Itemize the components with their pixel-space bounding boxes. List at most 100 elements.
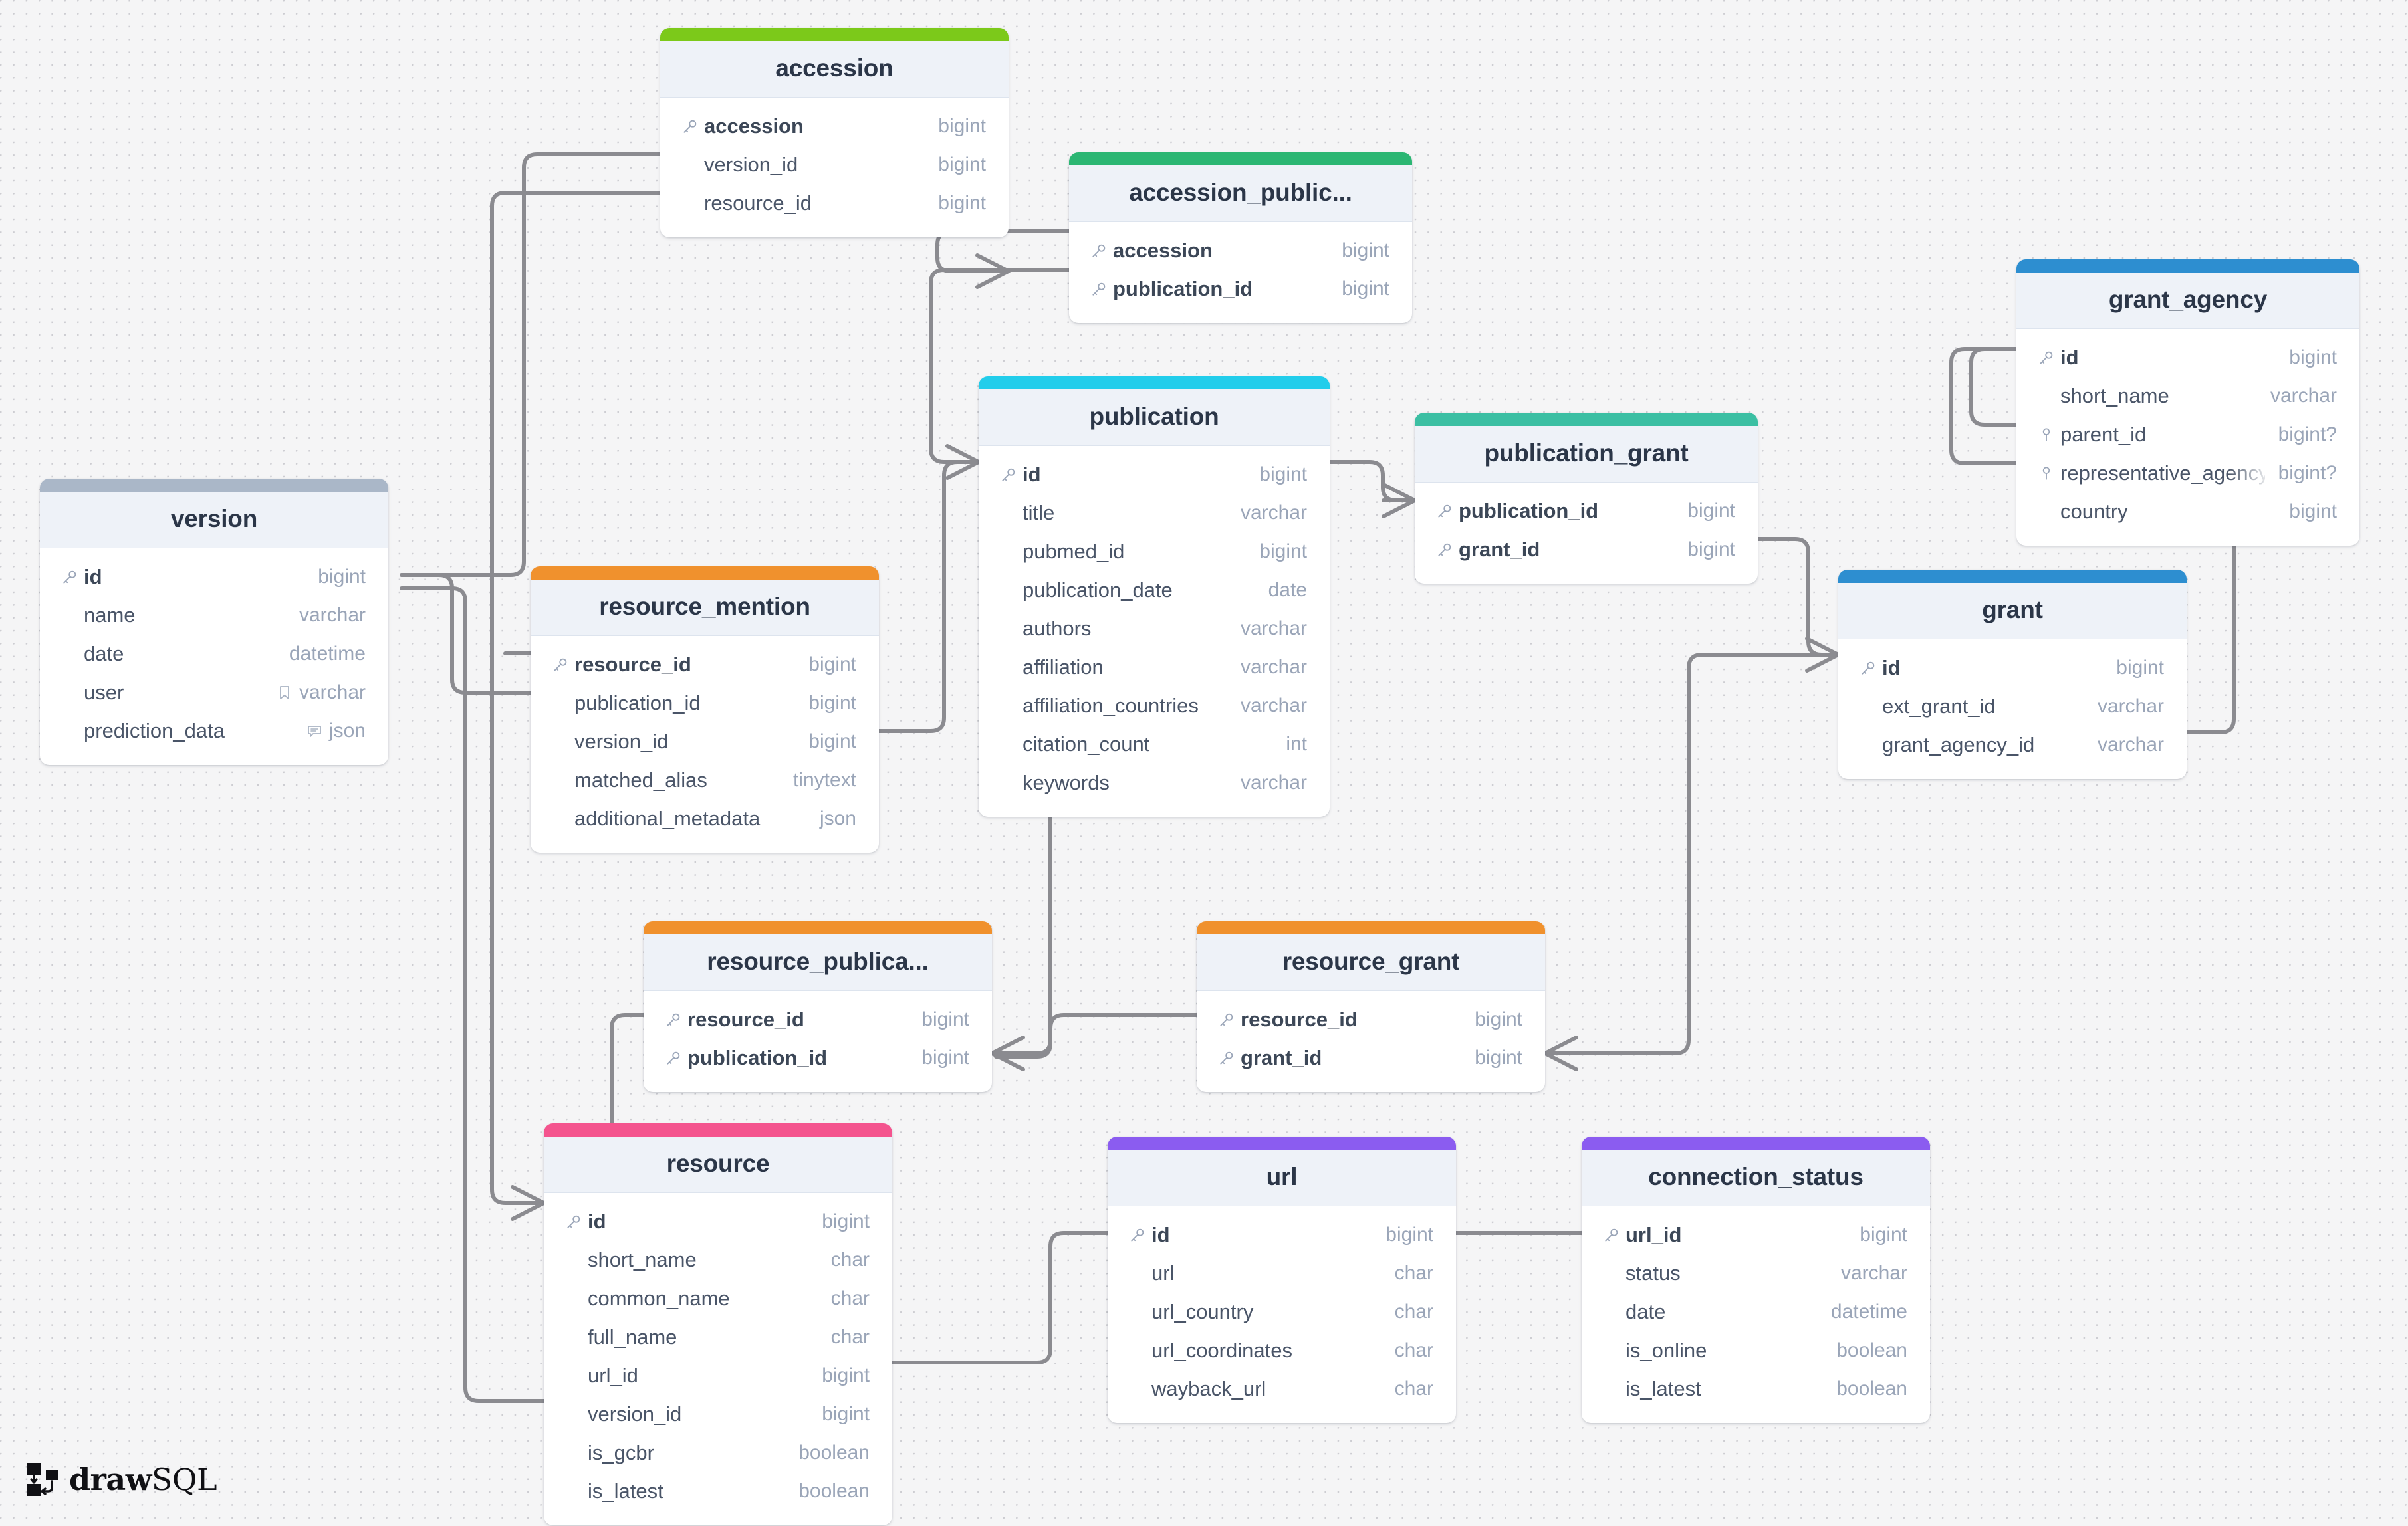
table-accent-bar: [1415, 413, 1758, 426]
column-type-text: json: [328, 720, 366, 742]
column-name: is_latest: [588, 1479, 663, 1503]
column-type-text: bigint: [1385, 1224, 1433, 1246]
drawsql-logo[interactable]: drawSQL: [25, 1459, 217, 1500]
column-type-text: varchar: [1240, 695, 1307, 716]
column-key-icon-slot: [61, 568, 84, 586]
table-accent-bar: [1582, 1137, 1930, 1150]
column-name: full_name: [588, 1325, 677, 1349]
column-type-text: varchar: [299, 681, 366, 703]
column-key-icon-slot: [1436, 502, 1459, 520]
primary-key-icon: [1220, 1013, 1233, 1026]
column-type: bigint: [1342, 278, 1389, 300]
column-name: accession: [704, 114, 804, 138]
column-name: publication_date: [1023, 578, 1173, 601]
column-key-icon-slot: [1218, 1011, 1241, 1028]
column-type-text: varchar: [1240, 617, 1307, 639]
primary-key-icon: [1438, 504, 1451, 518]
column-type: bigint: [808, 692, 856, 714]
column-type: varchar: [1241, 656, 1307, 679]
column-key-icon-slot: [1860, 659, 1882, 677]
column-type-text: varchar: [1240, 656, 1307, 678]
table-accent-bar: [979, 376, 1330, 389]
column-type: varchar: [2098, 734, 2164, 756]
table-title: version: [40, 492, 388, 548]
column-type-text: bigint: [1860, 1224, 1907, 1246]
column-key-icon-slot: [2038, 465, 2060, 482]
column-type: bigint: [822, 1403, 870, 1426]
column-type-text: datetime: [1830, 1301, 1907, 1323]
primary-key-icon: [667, 1013, 680, 1026]
